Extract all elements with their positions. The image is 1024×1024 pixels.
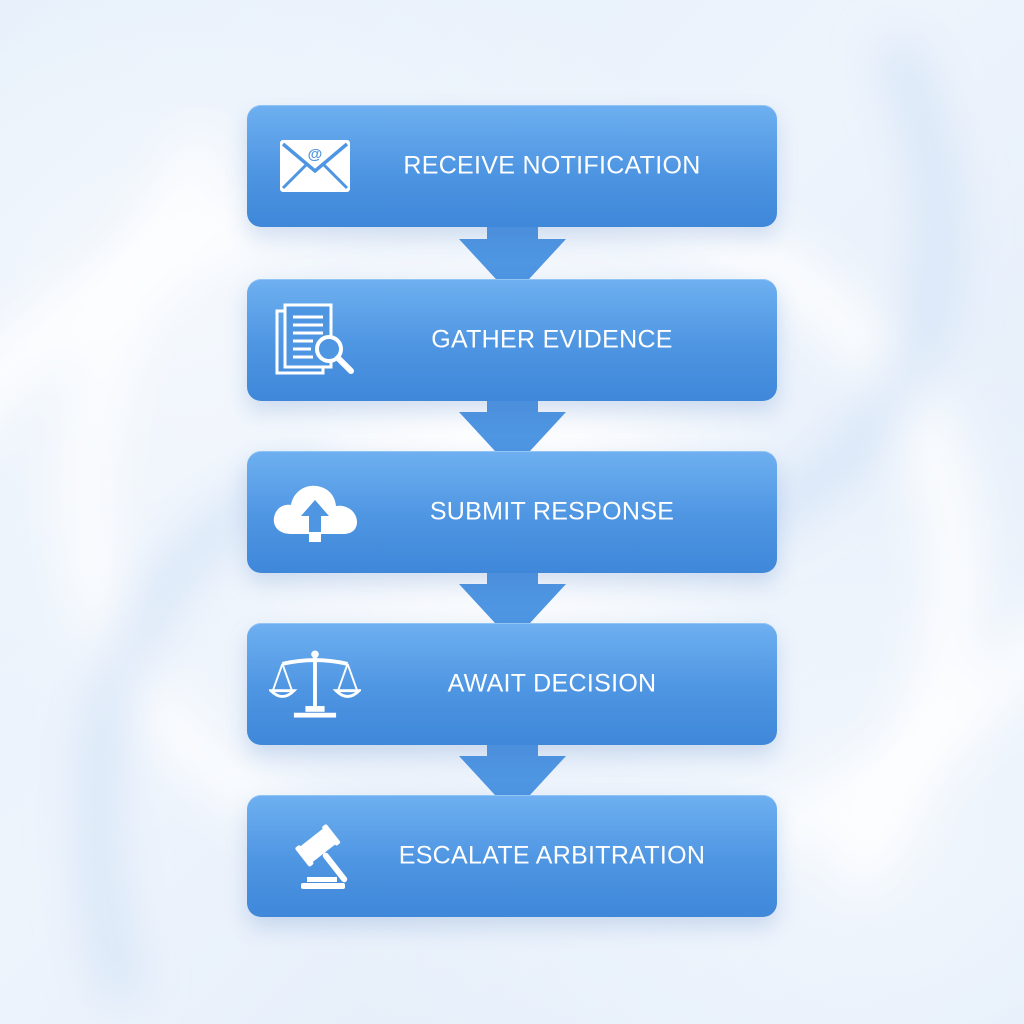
- step-receive-notification: @ RECEIVE NOTIFICATION: [247, 105, 777, 227]
- down-arrow: [459, 572, 566, 642]
- cloud-upload-icon: [269, 472, 361, 552]
- step-gather-evidence: GATHER EVIDENCE: [247, 279, 777, 401]
- svg-text:@: @: [308, 146, 323, 163]
- document-search-icon: [269, 300, 361, 380]
- scales-of-justice-icon: [269, 644, 361, 724]
- step-label: SUBMIT RESPONSE: [429, 497, 675, 526]
- step-label: RECEIVE NOTIFICATION: [403, 151, 701, 180]
- step-escalate-arbitration: ESCALATE ARBITRATION: [247, 795, 777, 917]
- down-arrow: [459, 744, 566, 814]
- gavel-icon: [269, 816, 361, 896]
- step-label: AWAIT DECISION: [447, 669, 657, 698]
- down-arrow: [459, 227, 566, 297]
- step-submit-response: SUBMIT RESPONSE: [247, 451, 777, 573]
- step-await-decision: AWAIT DECISION: [247, 623, 777, 745]
- email-envelope-icon: @: [269, 126, 361, 206]
- step-label: ESCALATE ARBITRATION: [398, 841, 706, 870]
- step-label: GATHER EVIDENCE: [431, 325, 673, 354]
- down-arrow: [459, 400, 566, 470]
